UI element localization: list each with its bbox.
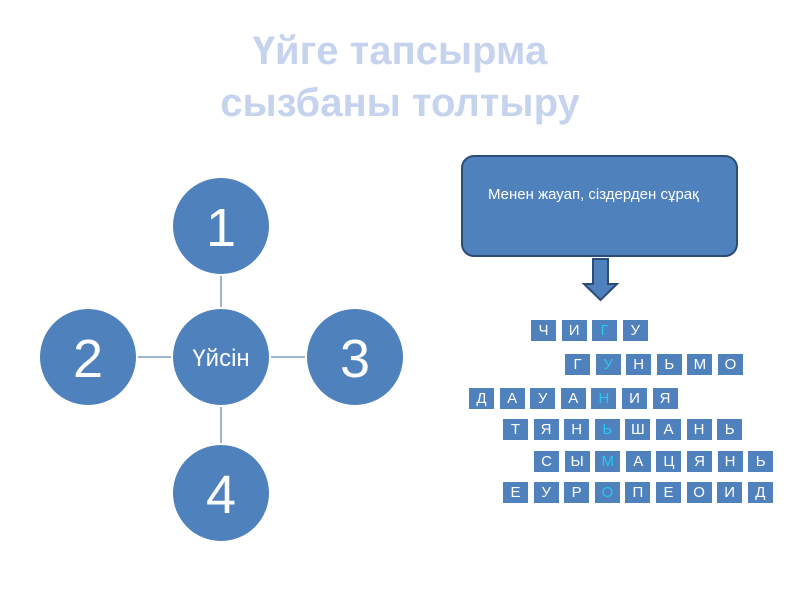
crossword-cell: Ш [624,418,652,441]
crossword-cell: Г [564,353,591,376]
crossword-cell: Н [563,418,591,441]
crossword-cell: И [560,319,588,342]
crossword-cell: У [532,481,560,504]
crossword-cell: Д [746,481,774,504]
crossword-cell: Я [532,418,560,441]
crossword-cell: А [624,450,652,473]
node-4-label: 4 [206,465,236,525]
crossword-cell: Е [655,481,682,504]
callout-box [461,155,738,257]
crossword-cell: А [655,418,682,441]
node-1-label: 1 [206,198,236,258]
crossword-cell: Е [502,481,529,504]
crossword-cell: Н [716,450,744,473]
slide-title-line-2: сызбаны толтыру [220,81,580,125]
crossword-cell: У [529,387,557,410]
node-1 [171,176,271,276]
crossword-cell: У [594,353,622,376]
node-2-label: 2 [73,329,103,389]
crossword-cell: Т [502,418,529,441]
crossword-cell: О [593,481,621,504]
node-2 [38,307,138,407]
crossword-cell: Ь [747,450,775,473]
crossword-cell: Я [651,387,679,410]
crossword-cell: Д [468,387,495,410]
crossword-cell: И [716,481,744,504]
crossword-cell: М [686,353,714,376]
crossword-cell: У [621,319,649,342]
crossword-cell: Н [625,353,653,376]
crossword-cell: Ч [530,319,557,342]
center-node-label: Үйсін [192,345,249,372]
crossword-cell: А [498,387,526,410]
node-3-label: 3 [340,329,370,389]
slide-title-line-1: Үйге тапсырма [252,29,548,73]
crossword-cell: Ы [563,450,591,473]
crossword-cell: Ь [593,418,621,441]
crossword-cell: С [533,450,560,473]
crossword-cell: П [624,481,652,504]
crossword-cell: Ц [655,450,683,473]
crossword-cell: Г [591,319,619,342]
node-4 [171,443,271,543]
crossword-cell: А [559,387,587,410]
node-3 [305,307,405,407]
crossword-cell: Ь [655,353,683,376]
crossword-cell: Н [685,418,713,441]
callout-text: Менен жауап, сіздерден сұрақ [488,186,699,203]
center-node [171,307,271,407]
crossword-cell: Ь [716,418,744,441]
crossword-cell: О [685,481,713,504]
crossword-cell: Н [590,387,618,410]
crossword-cell: Я [686,450,713,473]
crossword-cell: М [594,450,622,473]
crossword-cell: О [717,353,744,376]
arrow-down-icon [581,258,620,302]
crossword-cell: И [621,387,648,410]
crossword-cell: Р [563,481,591,504]
